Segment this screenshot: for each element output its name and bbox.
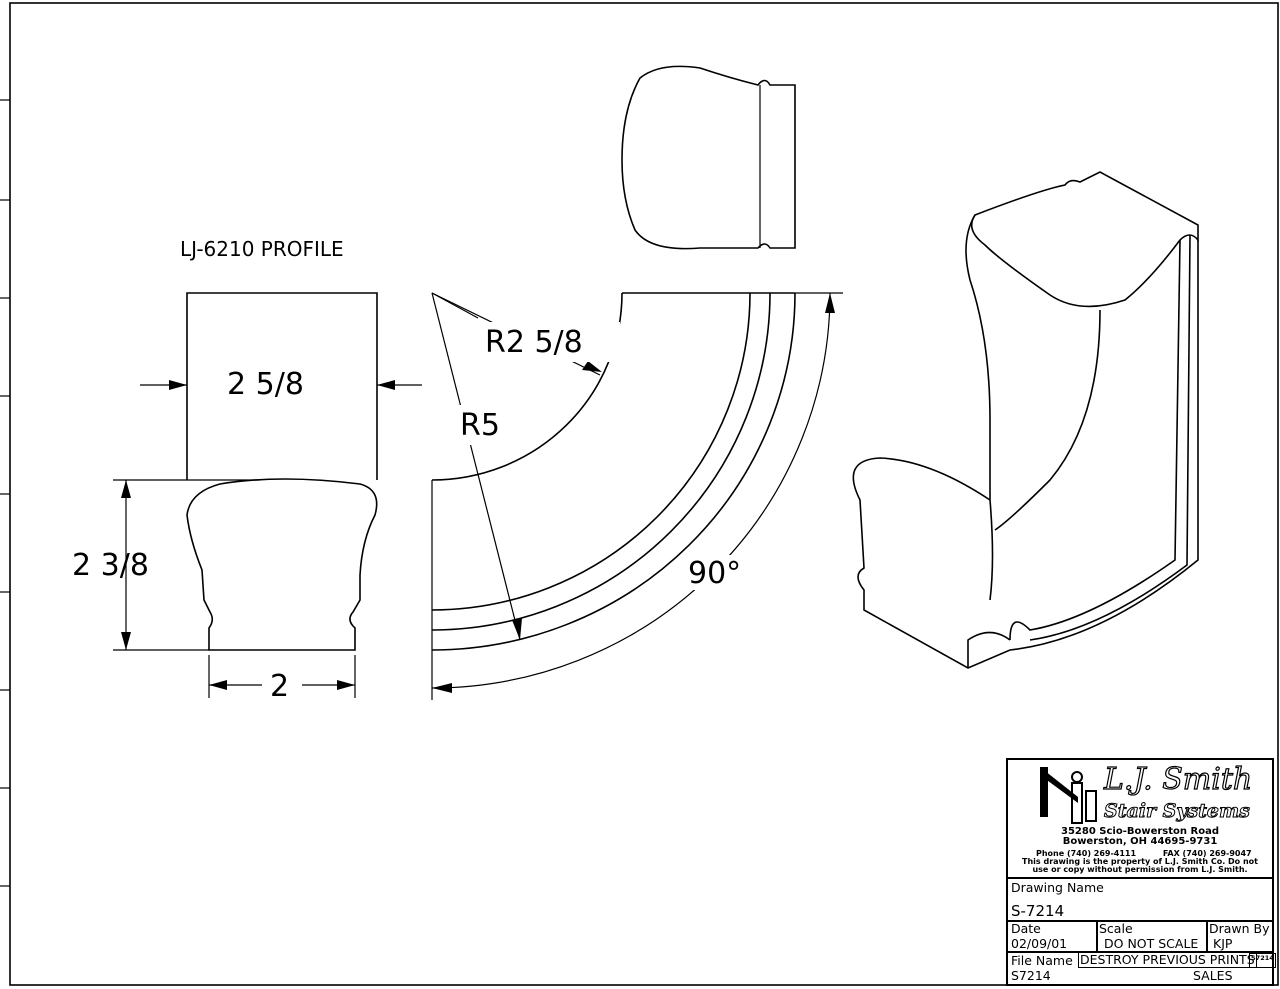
- scale-label: Scale: [1099, 921, 1133, 936]
- fax: FAX (740) 269-9047: [1162, 849, 1252, 858]
- revision-stamp: S7214: [1249, 953, 1276, 968]
- date: 02/09/01: [1011, 936, 1068, 951]
- logo-subtitle: Stair Systems: [1104, 800, 1251, 823]
- address-line-1: 35280 Scio-Bowerston Road: [1061, 826, 1219, 837]
- staircase-logo-icon: [1040, 767, 1097, 824]
- isometric-view: [852, 171, 1199, 669]
- file-name-label: File Name: [1011, 953, 1073, 968]
- logo-name: L.J. Smith: [1103, 761, 1253, 797]
- date-label: Date: [1011, 921, 1041, 936]
- drawn-by-label: Drawn By: [1209, 921, 1270, 936]
- scale: DO NOT SCALE: [1104, 936, 1199, 951]
- file-name: S7214: [1011, 968, 1051, 983]
- dim-angle: 90°: [688, 556, 741, 591]
- dim-height: 2 3/8: [72, 548, 149, 583]
- notice-line-1: This drawing is the property of L.J. Smi…: [1022, 857, 1258, 866]
- drawing-name-label: Drawing Name: [1011, 880, 1104, 895]
- dim-width-bottom: 2: [270, 669, 289, 704]
- department: SALES: [1193, 968, 1233, 983]
- logo: L.J. Smith Stair Systems 35280 Scio-Bowe…: [1008, 760, 1272, 878]
- notice-line-2: use or copy without permission from L.J.…: [1032, 865, 1248, 874]
- drawing-name: S-7214: [1011, 902, 1065, 920]
- margin-ticks: [0, 99, 10, 887]
- profile-title: LJ-6210 PROFILE: [180, 237, 344, 261]
- address-line-2: Bowerston, OH 44695-9731: [1062, 836, 1218, 847]
- dim-inner-radius: R2 5/8: [485, 325, 583, 360]
- end-elevation: [621, 65, 796, 250]
- destroy-previous-prints: DESTROY PREVIOUS PRINTS: [1078, 952, 1257, 968]
- profile-view: [113, 292, 422, 698]
- dim-outer-radius: R5: [460, 408, 500, 443]
- drawn-by: KJP: [1213, 936, 1233, 951]
- dim-width-top: 2 5/8: [227, 367, 304, 402]
- title-block: L.J. Smith Stair Systems 35280 Scio-Bowe…: [1006, 758, 1276, 986]
- phone: Phone (740) 269-4111: [1036, 849, 1137, 858]
